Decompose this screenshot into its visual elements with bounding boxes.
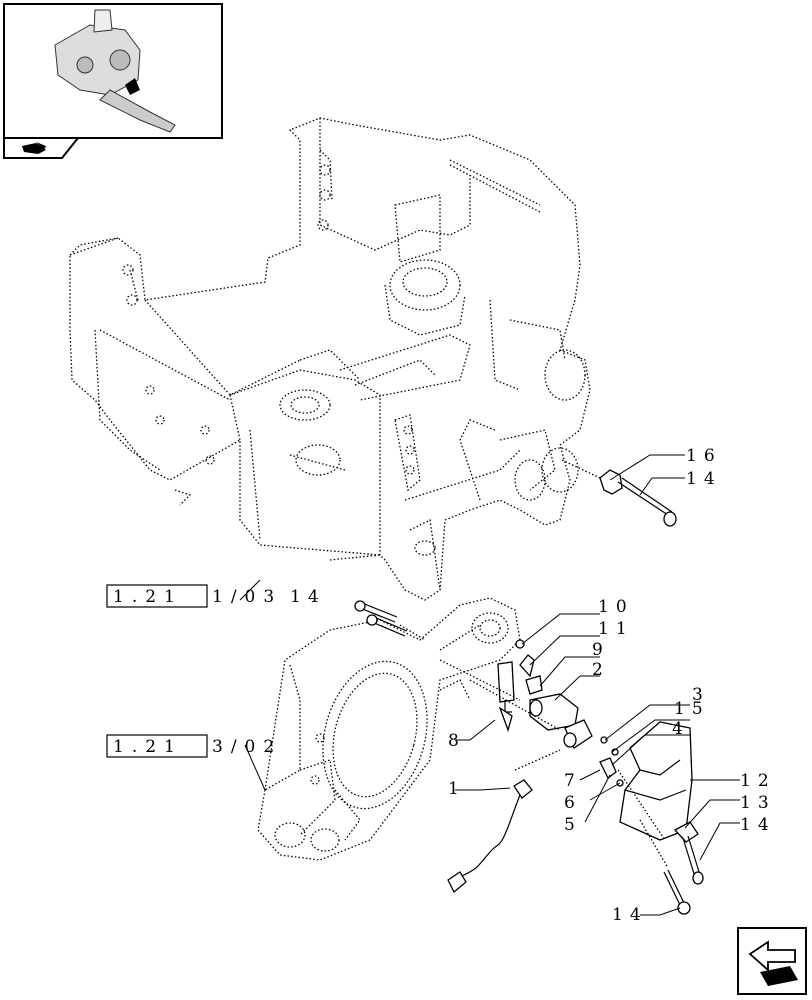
tractor-thumbnail-icon: [54, 9, 176, 133]
callout-12: 12: [740, 771, 776, 791]
callout-9: 9: [592, 640, 610, 660]
callout-2: 2: [592, 660, 610, 680]
reference-box-1[interactable]: 1.21 1/03 14: [106, 584, 326, 608]
sensor-cable: [447, 779, 533, 894]
callout-6: 6: [564, 793, 582, 813]
callout-labels: 16 14 10 11 9 2 3 15 4 8 7 6 5 1 12 13 1…: [448, 446, 776, 925]
callout-1: 1: [448, 779, 466, 799]
callout-8: 8: [448, 731, 466, 751]
callout-16: 16: [686, 446, 722, 466]
reference-suffix: 1/03: [212, 587, 282, 607]
pivot-axle-housing: [257, 597, 521, 861]
callout-14-c: 14: [740, 815, 776, 835]
thumbnail-view[interactable]: [3, 3, 223, 159]
reference-suffix: 3/02: [212, 737, 282, 757]
callout-4: 4: [672, 719, 690, 739]
callout-15: 15: [674, 699, 710, 719]
reference-box-2[interactable]: 1.21 3/02: [106, 734, 282, 758]
callout-10: 10: [598, 597, 634, 617]
view-direction-icon: [22, 142, 46, 154]
bolt-16-14: [561, 459, 677, 527]
leader-lines: [239, 454, 740, 916]
sensor-assembly: [439, 639, 624, 787]
callout-14-d: 14: [612, 905, 648, 925]
protective-cover: [617, 721, 704, 915]
reference-code: 1.21: [113, 737, 183, 757]
double-arrow-icon: [748, 940, 798, 986]
callout-14-b: 14: [686, 469, 722, 489]
callout-3: 3: [692, 685, 710, 705]
reference-code: 1.21: [113, 587, 183, 607]
callout-13: 13: [740, 793, 776, 813]
bolts-upper-left: [354, 600, 426, 641]
callout-11: 11: [598, 619, 634, 639]
callout-5: 5: [564, 815, 582, 835]
axle-support-housing: [69, 117, 591, 601]
callout-7: 7: [564, 771, 582, 791]
callout-14-a: 14: [290, 587, 326, 607]
next-page-button[interactable]: [737, 927, 807, 995]
